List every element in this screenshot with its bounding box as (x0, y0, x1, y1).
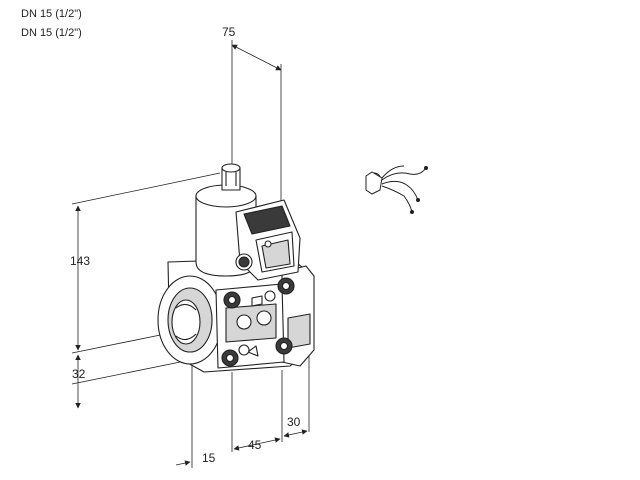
cable-plug-icon (365, 165, 428, 214)
size-label-1: DN 15 (1/2") (21, 8, 82, 20)
dim-143-label: 143 (70, 254, 90, 268)
valve-body (157, 163, 315, 373)
size-label-2: DN 15 (1/2") (21, 27, 82, 39)
dim-32-label: 32 (72, 367, 86, 381)
dim-30-label: 30 (287, 415, 301, 429)
dimension-lines (71, 40, 310, 468)
dim-45-label: 45 (248, 438, 262, 452)
dim-15-label: 15 (202, 451, 216, 465)
dim-75-label: 75 (222, 25, 236, 39)
